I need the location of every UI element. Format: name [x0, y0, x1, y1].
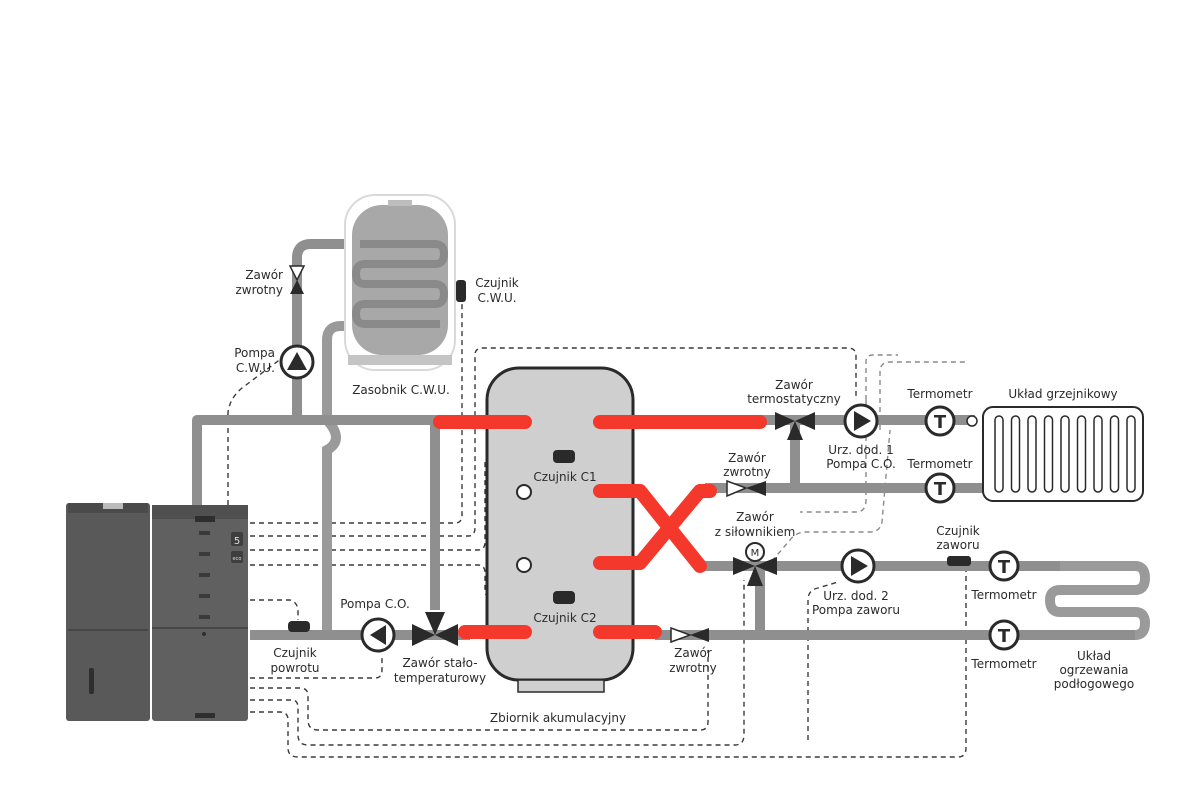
thermo-letter: T — [934, 412, 947, 433]
label-three-way-valve-1: Zawór stało- — [402, 656, 477, 670]
label-floor-heating-2: ogrzewania — [1059, 663, 1128, 677]
label-aux2-1: Urz. dod. 2 — [823, 589, 888, 603]
boiler[interactable]: 5 eco — [66, 503, 248, 721]
boiler-eco-badge: eco — [233, 556, 242, 562]
check-valve-upper-icon[interactable] — [726, 479, 766, 498]
label-valve-sensor-2: zaworu — [936, 538, 979, 552]
label-check-valve-lower-1: Zawór — [674, 646, 712, 660]
labels: Zawór zwrotny Pompa C.W.U. Zasobnik C.W.… — [234, 268, 1134, 725]
motorized-valve-icon[interactable]: M — [733, 542, 777, 586]
label-thermometer: Termometr — [906, 457, 972, 471]
three-way-valve-icon[interactable] — [412, 612, 458, 646]
label-return-sensor-2: powrotu — [270, 661, 319, 675]
thermo-letter: T — [934, 479, 947, 500]
thermo-letter: T — [998, 626, 1011, 647]
dhw-sensor[interactable] — [456, 280, 466, 302]
radiator-fin — [1126, 415, 1136, 493]
label-floor-heating-3: podłogowego — [1054, 677, 1134, 691]
radiator-valve-icon[interactable] — [966, 415, 978, 427]
label-floor-heating-1: Układ — [1077, 649, 1111, 663]
pump-co-icon[interactable] — [360, 617, 396, 653]
label-aux1-2: Pompa C.O. — [826, 457, 896, 471]
label-check-valve-upper-2: zwrotny — [723, 465, 771, 479]
hot-pipes — [433, 415, 767, 639]
label-pump-dhw-1: Pompa — [234, 346, 275, 360]
label-aux1-1: Urz. dod. 1 — [828, 443, 893, 457]
label-motor-valve-2: z siłownikiem — [715, 525, 796, 539]
label-dhw-sensor-1: Czujnik — [475, 276, 519, 290]
label-sensor-c2: Czujnik C2 — [533, 611, 596, 625]
label-dhw-sensor-2: C.W.U. — [477, 291, 516, 305]
label-thermostatic-valve-1: Zawór — [775, 378, 813, 392]
label-check-valve-upper-1: Zawór — [728, 451, 766, 465]
radiator-fin — [1109, 415, 1120, 493]
thermometer-floor-return-icon[interactable]: T — [988, 619, 1020, 651]
label-check-valve-lower-2: zwrotny — [669, 661, 717, 675]
boiler-display: 5 — [234, 536, 240, 547]
label-thermometer: Termometr — [970, 588, 1036, 602]
radiator-fin — [1010, 415, 1021, 493]
radiator-fin — [1093, 415, 1103, 493]
label-three-way-valve-2: temperaturowy — [394, 671, 486, 685]
radiator-fin — [1027, 415, 1037, 493]
dhw-tank[interactable] — [344, 194, 456, 371]
motor-letter: M — [751, 548, 760, 559]
label-dhw-tank: Zasobnik C.W.U. — [352, 383, 450, 397]
pump-aux1-icon[interactable] — [843, 403, 879, 439]
pump-aux2-icon[interactable] — [840, 548, 876, 584]
label-sensor-c1: Czujnik C1 — [533, 470, 596, 484]
label-thermostatic-valve-2: termostatyczny — [747, 392, 841, 406]
label-check-valve-dhw-1: Zawór — [245, 268, 283, 282]
thermometer-radiator-supply-icon[interactable]: T — [924, 405, 956, 437]
label-check-valve-dhw-2: zwrotny — [235, 283, 283, 297]
check-valve-lower-icon[interactable] — [670, 626, 709, 644]
label-thermometer: Termometr — [906, 387, 972, 401]
thermostatic-valve-icon[interactable] — [775, 412, 815, 440]
valve-sensor[interactable] — [947, 556, 971, 566]
pump-dhw-icon[interactable] — [279, 344, 315, 380]
label-pump-dhw-2: C.W.U. — [236, 361, 275, 375]
buffer-tank[interactable] — [485, 366, 635, 693]
label-valve-sensor-1: Czujnik — [936, 524, 980, 538]
label-radiator-system: Układ grzejnikowy — [1008, 387, 1117, 401]
label-return-sensor-1: Czujnik — [273, 646, 317, 660]
check-valve-dhw-icon[interactable] — [288, 265, 306, 294]
return-sensor[interactable] — [288, 621, 310, 632]
sensor-c1[interactable] — [553, 450, 575, 463]
radiator-fin — [1060, 415, 1070, 493]
label-buffer-tank: Zbiornik akumulacyjny — [490, 711, 626, 725]
label-motor-valve-1: Zawór — [736, 510, 774, 524]
radiator-fin — [994, 415, 1004, 493]
label-thermometer: Termometr — [970, 657, 1036, 671]
label-pump-co: Pompa C.O. — [340, 597, 410, 611]
thermo-letter: T — [998, 557, 1011, 578]
thermometer-floor-supply-icon[interactable]: T — [988, 550, 1020, 582]
radiator[interactable] — [982, 406, 1144, 502]
radiator-fin — [1076, 415, 1087, 493]
label-aux2-2: Pompa zaworu — [812, 603, 900, 617]
radiator-fin — [1043, 415, 1054, 493]
sensor-c2[interactable] — [553, 591, 575, 604]
thermometer-radiator-return-icon[interactable]: T — [924, 472, 956, 504]
